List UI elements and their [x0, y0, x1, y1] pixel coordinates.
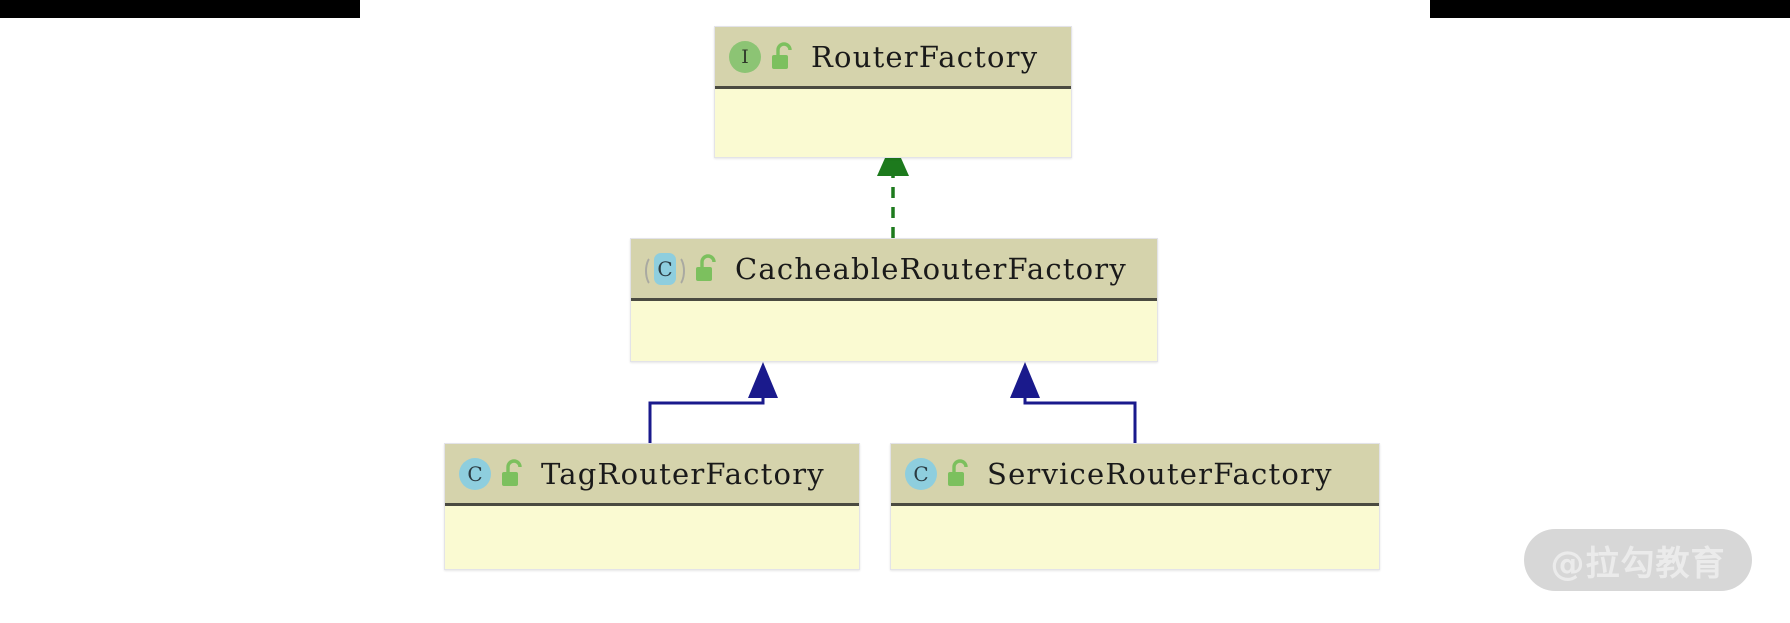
- uml-node-title: CacheableRouterFactory: [735, 251, 1127, 286]
- open-padlock-icon: [769, 41, 795, 72]
- open-padlock-icon: [499, 458, 525, 489]
- open-padlock-icon: [945, 458, 971, 489]
- edge-generalization-tag-cacheable: [648, 362, 778, 443]
- uml-node-body: [631, 301, 1157, 360]
- uml-node-body: [891, 506, 1379, 568]
- uml-node-header: C CacheableRouterFactory: [631, 239, 1157, 301]
- uml-node-header: C ServiceRouterFactory: [891, 444, 1379, 506]
- uml-node-cacheable-router-factory[interactable]: C CacheableRouterFactory: [630, 238, 1158, 362]
- top-black-bar-left: [0, 0, 360, 18]
- class-c-icon: C: [905, 457, 937, 490]
- uml-node-tag-router-factory[interactable]: C TagRouterFactory: [444, 443, 860, 570]
- uml-node-title: TagRouterFactory: [541, 456, 825, 491]
- interface-i-icon: I: [729, 40, 761, 73]
- class-c-icon: C: [459, 457, 491, 490]
- open-padlock-icon: [693, 253, 719, 284]
- uml-node-body: [445, 506, 859, 568]
- uml-node-router-factory[interactable]: I RouterFactory: [714, 26, 1072, 158]
- watermark-text: @拉勾教育: [1550, 543, 1726, 584]
- watermark-badge: @拉勾教育: [1524, 529, 1752, 591]
- uml-node-header: C TagRouterFactory: [445, 444, 859, 506]
- uml-node-body: [715, 89, 1071, 156]
- abstract-class-c-icon: C: [645, 252, 685, 287]
- uml-node-header: I RouterFactory: [715, 27, 1071, 89]
- top-black-bar-right: [1430, 0, 1790, 18]
- uml-node-title: ServiceRouterFactory: [987, 456, 1333, 491]
- uml-node-title: RouterFactory: [811, 39, 1039, 74]
- edge-generalization-service-cacheable: [1010, 362, 1137, 443]
- uml-node-service-router-factory[interactable]: C ServiceRouterFactory: [890, 443, 1380, 570]
